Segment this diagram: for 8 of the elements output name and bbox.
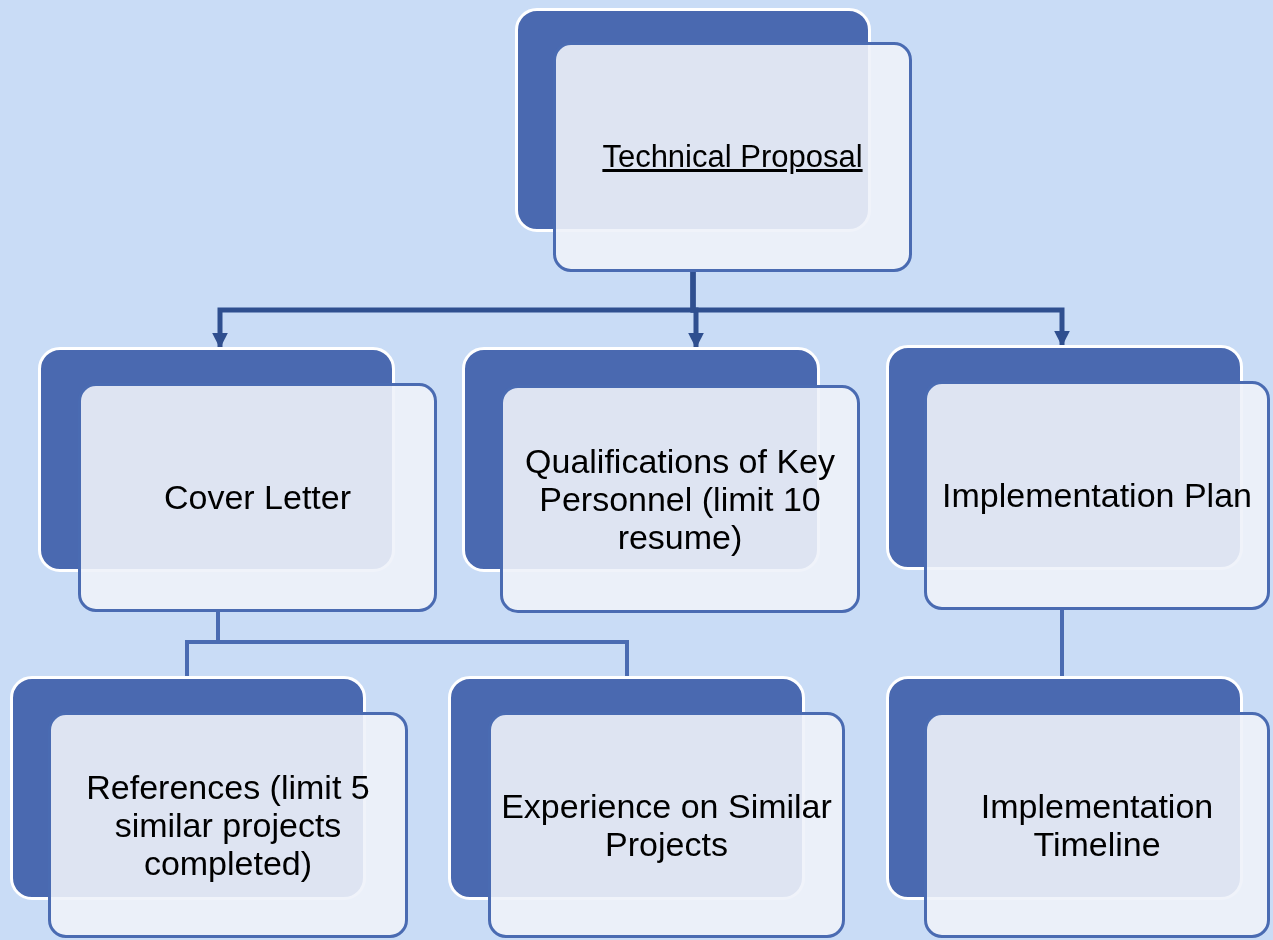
box-label: Cover Letter xyxy=(163,478,352,517)
box-label: References (limit 5 similar projects completed) xyxy=(85,767,371,883)
box-label: Technical Proposal xyxy=(602,139,863,175)
connector-arrow xyxy=(690,272,1070,347)
box-label: Qualifications of Key Personnel (limit 10 resume) xyxy=(524,441,836,557)
box-label: Implementation Plan xyxy=(942,476,1252,515)
box-label: Experience on Similar Projects xyxy=(500,786,833,864)
box-label: Implementation Timeline xyxy=(979,786,1215,864)
